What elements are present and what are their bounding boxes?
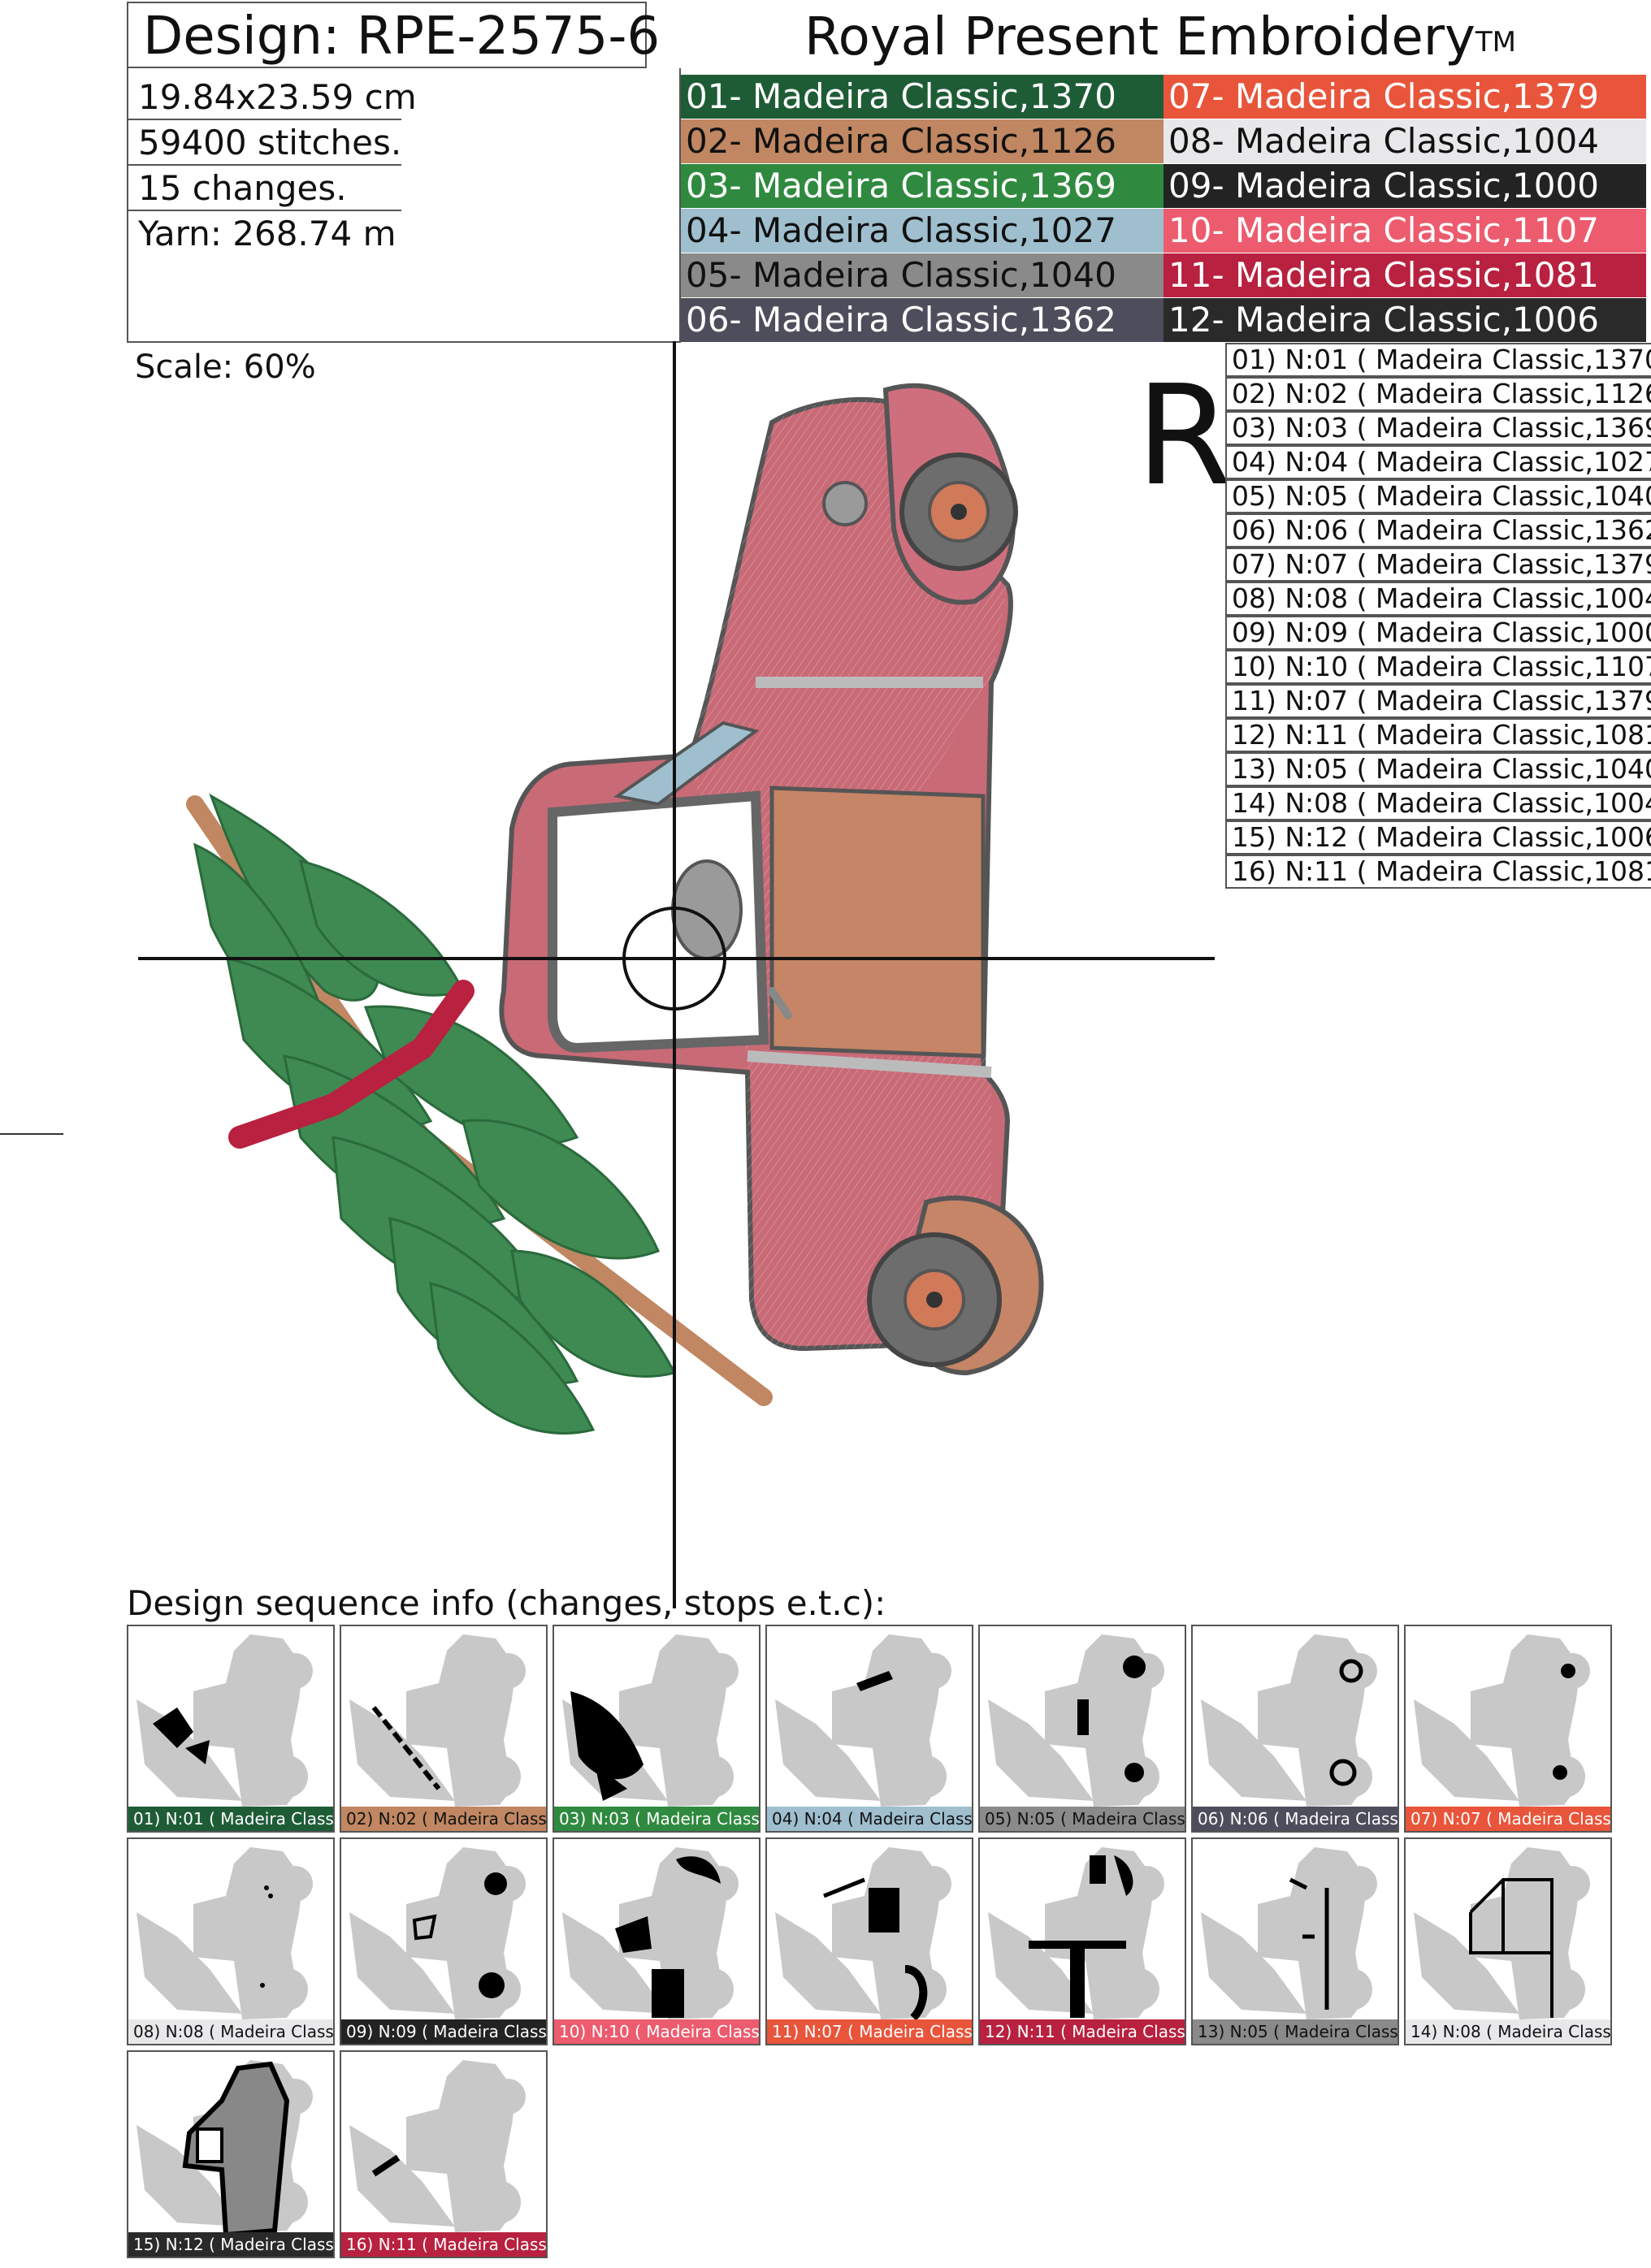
sequence-thumbnail: 08) N:08 ( Madeira Classic,1004) <box>127 1837 335 2045</box>
thumbnail-caption: 01) N:01 ( Madeira Classic,1370) <box>128 1807 333 1831</box>
palette-swatch: 06- Madeira Classic,1362 <box>681 298 1164 342</box>
brand-name: Royal Present EmbroideryTM <box>804 5 1516 70</box>
center-crosshair <box>138 341 1215 1608</box>
thumbnail-silhouette <box>349 2060 526 2232</box>
sequence-thumbnail: 02) N:02 ( Madeira Classic,1126) <box>340 1625 548 1833</box>
thumbnail-silhouette <box>349 1634 526 1807</box>
sequence-thumbnail: 12) N:11 ( Madeira Classic,1081) <box>978 1837 1186 2045</box>
thumbnail-caption: 07) N:07 ( Madeira Classic,1379) <box>1406 1807 1610 1831</box>
palette-swatch: 01- Madeira Classic,1370 <box>681 75 1164 119</box>
legend-row: 07) N:07 ( Madeira Classic,1379) <box>1225 548 1651 582</box>
legend-row: 13) N:05 ( Madeira Classic,1040) <box>1225 752 1651 786</box>
pickup-truck <box>499 383 1044 1376</box>
legend-row: 09) N:09 ( Madeira Classic,1000) <box>1225 616 1651 650</box>
orientation-mark: R <box>1136 356 1233 517</box>
thumbnail-caption: 11) N:07 ( Madeira Classic,1379) <box>767 2019 972 2044</box>
design-title: Design: RPE-2575-6 <box>127 2 660 68</box>
info-divider <box>128 164 401 166</box>
sequence-thumbnail: 10) N:10 ( Madeira Classic,1107) <box>552 1837 760 2045</box>
thumbnail-silhouette <box>136 1634 313 1807</box>
thumbnail-silhouette <box>1414 1847 1590 2019</box>
palette-swatch: 07- Madeira Classic,1379 <box>1164 75 1646 119</box>
sequence-thumbnail: 11) N:07 ( Madeira Classic,1379) <box>765 1837 973 2045</box>
sequence-heading: Design sequence info (changes, stops e.t… <box>127 1583 886 1623</box>
thumbnail-silhouette <box>775 1634 951 1807</box>
thumbnail-silhouette <box>1201 1634 1377 1807</box>
thumbnail-silhouette <box>775 1847 951 2019</box>
sequence-thumbnail: 04) N:04 ( Madeira Classic,1027) <box>765 1625 973 1833</box>
thumbnail-caption: 04) N:04 ( Madeira Classic,1027) <box>767 1807 972 1831</box>
palette-swatch: 11- Madeira Classic,1081 <box>1164 253 1646 297</box>
sequence-thumbnail: 15) N:12 ( Madeira Classic,1006) <box>127 2050 335 2258</box>
legend-row: 10) N:10 ( Madeira Classic,1107) <box>1225 650 1651 684</box>
thumbnail-silhouette <box>1414 1634 1590 1807</box>
info-divider <box>128 210 401 211</box>
thumbnail-caption: 10) N:10 ( Madeira Classic,1107) <box>554 2019 759 2044</box>
legend-row: 02) N:02 ( Madeira Classic,1126) <box>1225 377 1651 411</box>
thumbnail-caption: 09) N:09 ( Madeira Classic,1000) <box>341 2019 546 2044</box>
legend-row: 16) N:11 ( Madeira Classic,1081) <box>1225 855 1651 889</box>
palette-swatch: 04- Madeira Classic,1027 <box>681 209 1164 253</box>
legend-row: 11) N:07 ( Madeira Classic,1379) <box>1225 684 1651 718</box>
thumbnail-caption: 05) N:05 ( Madeira Classic,1040) <box>980 1807 1185 1831</box>
legend-row: 05) N:05 ( Madeira Classic,1040) <box>1225 479 1651 513</box>
brand-text: Royal Present Embroidery <box>804 7 1476 67</box>
legend-row: 08) N:08 ( Madeira Classic,1004) <box>1225 582 1651 616</box>
legend-row: 12) N:11 ( Madeira Classic,1081) <box>1225 718 1651 752</box>
palette-swatch: 12- Madeira Classic,1006 <box>1164 298 1646 342</box>
palette-swatch: 05- Madeira Classic,1040 <box>681 253 1164 297</box>
thumbnail-caption: 16) N:11 ( Madeira Classic,1081) <box>341 2232 546 2257</box>
left-reference-tick <box>0 1133 63 1135</box>
thumbnail-silhouette <box>136 2060 313 2232</box>
thumbnail-silhouette <box>1201 1847 1377 2019</box>
yarn-length: Yarn: 268.74 m <box>138 214 396 253</box>
sequence-thumbnail: 01) N:01 ( Madeira Classic,1370) <box>127 1625 335 1833</box>
legend-row: 14) N:08 ( Madeira Classic,1004) <box>1225 786 1651 820</box>
embroidery-design-preview <box>138 341 1215 1608</box>
thumbnail-caption: 06) N:06 ( Madeira Classic,1362) <box>1193 1807 1398 1831</box>
info-divider <box>128 119 401 120</box>
sequence-thumbnail: 16) N:11 ( Madeira Classic,1081) <box>340 2050 548 2258</box>
thumbnail-silhouette <box>988 1634 1164 1807</box>
thumbnail-caption: 14) N:08 ( Madeira Classic,1004) <box>1406 2019 1610 2044</box>
legend-row: 03) N:03 ( Madeira Classic,1369) <box>1225 411 1651 445</box>
thumbnail-silhouette <box>349 1847 526 2019</box>
sequence-thumbnail: 14) N:08 ( Madeira Classic,1004) <box>1404 1837 1612 2045</box>
thumbnail-silhouette <box>562 1634 739 1807</box>
christmas-tree <box>193 793 677 1435</box>
tree-rope <box>228 980 474 1149</box>
legend-row: 15) N:12 ( Madeira Classic,1006) <box>1225 820 1651 855</box>
thread-palette: 01- Madeira Classic,1370 02- Madeira Cla… <box>681 75 1646 343</box>
thumbnail-caption: 13) N:05 ( Madeira Classic,1040) <box>1193 2019 1398 2044</box>
thumbnail-caption: 15) N:12 ( Madeira Classic,1006) <box>128 2232 333 2257</box>
stitch-count: 59400 stitches. <box>138 123 402 162</box>
thumbnail-caption: 12) N:11 ( Madeira Classic,1081) <box>980 2019 1185 2044</box>
thumbnail-caption: 08) N:08 ( Madeira Classic,1004) <box>128 2019 333 2044</box>
thumbnail-caption: 03) N:03 ( Madeira Classic,1369) <box>554 1807 759 1831</box>
sequence-thumbnail: 09) N:09 ( Madeira Classic,1000) <box>340 1837 548 2045</box>
palette-swatch: 09- Madeira Classic,1000 <box>1164 164 1646 208</box>
palette-swatch: 08- Madeira Classic,1004 <box>1164 119 1646 163</box>
design-info-box: 19.84x23.59 cm 59400 stitches. 15 change… <box>127 68 681 343</box>
thumbnail-silhouette <box>988 1847 1164 2019</box>
thumbnail-caption: 02) N:02 ( Madeira Classic,1126) <box>341 1807 546 1831</box>
legend-row: 01) N:01 ( Madeira Classic,1370) <box>1225 343 1651 377</box>
palette-swatch: 03- Madeira Classic,1369 <box>681 164 1164 208</box>
legend-row: 04) N:04 ( Madeira Classic,1027) <box>1225 445 1651 479</box>
palette-swatch: 10- Madeira Classic,1107 <box>1164 209 1646 253</box>
palette-swatch: 02- Madeira Classic,1126 <box>681 119 1164 163</box>
scale-label: Scale: 60% <box>135 348 316 386</box>
thumbnail-silhouette <box>562 1847 739 2019</box>
change-count: 15 changes. <box>138 168 347 208</box>
thumbnail-silhouette <box>136 1847 313 2019</box>
trademark-mark: TM <box>1475 26 1516 58</box>
sequence-thumbnail: 06) N:06 ( Madeira Classic,1362) <box>1191 1625 1399 1833</box>
design-size: 19.84x23.59 cm <box>138 77 417 117</box>
legend-row: 06) N:06 ( Madeira Classic,1362) <box>1225 513 1651 548</box>
sequence-thumbnail: 05) N:05 ( Madeira Classic,1040) <box>978 1625 1186 1833</box>
sequence-thumbnail: 13) N:05 ( Madeira Classic,1040) <box>1191 1837 1399 2045</box>
sequence-thumbnail: 07) N:07 ( Madeira Classic,1379) <box>1404 1625 1612 1833</box>
sequence-thumbnail: 03) N:03 ( Madeira Classic,1369) <box>552 1625 760 1833</box>
